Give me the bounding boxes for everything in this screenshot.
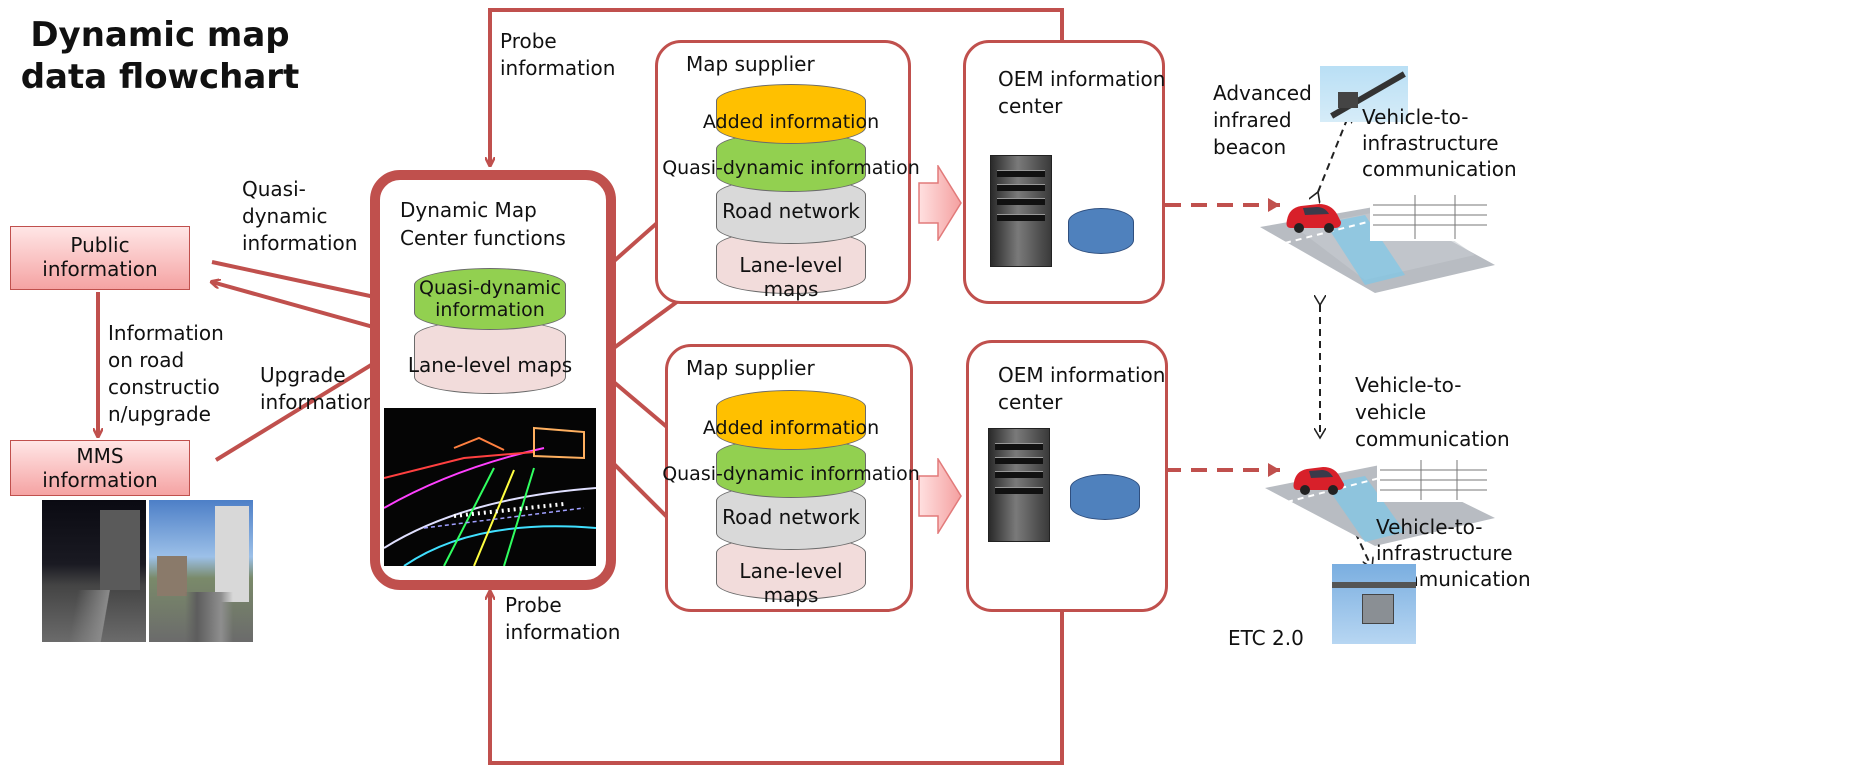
probe-label-bottom: Probe information <box>505 593 621 644</box>
supplier1-layer-road-label: Road network <box>722 199 860 223</box>
street-photo-night <box>42 500 146 642</box>
center-layer-quasi: Quasi-dynamic information <box>414 268 566 330</box>
server-icon-2 <box>988 428 1050 542</box>
center-layer-lane-label: Lane-level maps <box>407 353 573 377</box>
v2v-label: Vehicle-to- vehicle communication <box>1355 373 1510 451</box>
probe-loop-bottom <box>490 592 1064 765</box>
supplier2-layer-lane-label: Lane-level maps <box>739 559 843 607</box>
car-icon-bottom <box>1290 460 1346 498</box>
map-supplier-title-2: Map supplier <box>686 356 815 380</box>
map-supplier-title-1: Map supplier <box>686 52 815 76</box>
infrared-beacon-photo <box>1320 66 1408 122</box>
supplier2-layer-road-label: Road network <box>722 505 860 529</box>
supplier1-layer-added-label: Added information <box>702 111 880 133</box>
supplier2-layer-added: Added information <box>703 390 879 450</box>
car-icon-top <box>1283 196 1343 236</box>
center-title: Dynamic Map Center functions <box>400 198 566 250</box>
hd-map-visualization <box>384 408 596 566</box>
supplier2-layer-added-label: Added information <box>702 417 880 439</box>
database-icon-2 <box>1070 474 1140 520</box>
mms-information-box: MMS information <box>10 440 190 496</box>
supplier1-layer-added: Added information <box>703 84 879 144</box>
diagram-title-text: Dynamic map data flowchart <box>20 15 300 97</box>
big-arrow-supplier1-oem1 <box>918 165 962 241</box>
supplier2-layer-quasi: Quasi-dynamic information <box>662 438 920 498</box>
mms-information-label: MMS information <box>42 444 158 492</box>
supplier2-layer-lane: Lane-level maps <box>716 536 866 607</box>
beacon-label: Advanced infrared beacon <box>1213 81 1312 159</box>
probe-label-top: Probe information <box>500 29 616 80</box>
database-icon-1 <box>1068 208 1134 254</box>
public-information-box: Public information <box>10 226 190 290</box>
road-construction-label: Information on road constructio n/upgrad… <box>108 321 224 426</box>
oem-center-title-2: OEM information center <box>998 363 1166 414</box>
supplier1-layer-lane-label: Lane-level maps <box>739 253 843 301</box>
etc-antenna-photo <box>1332 564 1416 644</box>
quasi-dynamic-label: Quasi- dynamic information <box>242 177 358 255</box>
diagram-title: Dynamic map data flowchart <box>0 14 360 98</box>
dashed-v2i-top <box>1318 112 1350 192</box>
arrow-public-to-center <box>211 260 398 302</box>
big-arrow-supplier2-oem2 <box>918 458 962 534</box>
street-photo-day <box>149 500 253 642</box>
upgrade-label: Upgrade information <box>260 363 376 414</box>
server-icon-1 <box>990 155 1052 267</box>
v2i-top-label: Vehicle-to- infrastructure communication <box>1362 105 1517 181</box>
supplier1-layer-quasi-label: Quasi-dynamic information <box>662 157 920 179</box>
center-layer-lane: Lane-level maps <box>408 320 572 394</box>
center-layer-quasi-label: Quasi-dynamic information <box>419 277 561 321</box>
supplier2-layer-quasi-label: Quasi-dynamic information <box>662 463 920 485</box>
oem-center-title-1: OEM information center <box>998 67 1166 118</box>
public-information-label: Public information <box>42 233 158 281</box>
etc-label: ETC 2.0 <box>1228 626 1304 650</box>
